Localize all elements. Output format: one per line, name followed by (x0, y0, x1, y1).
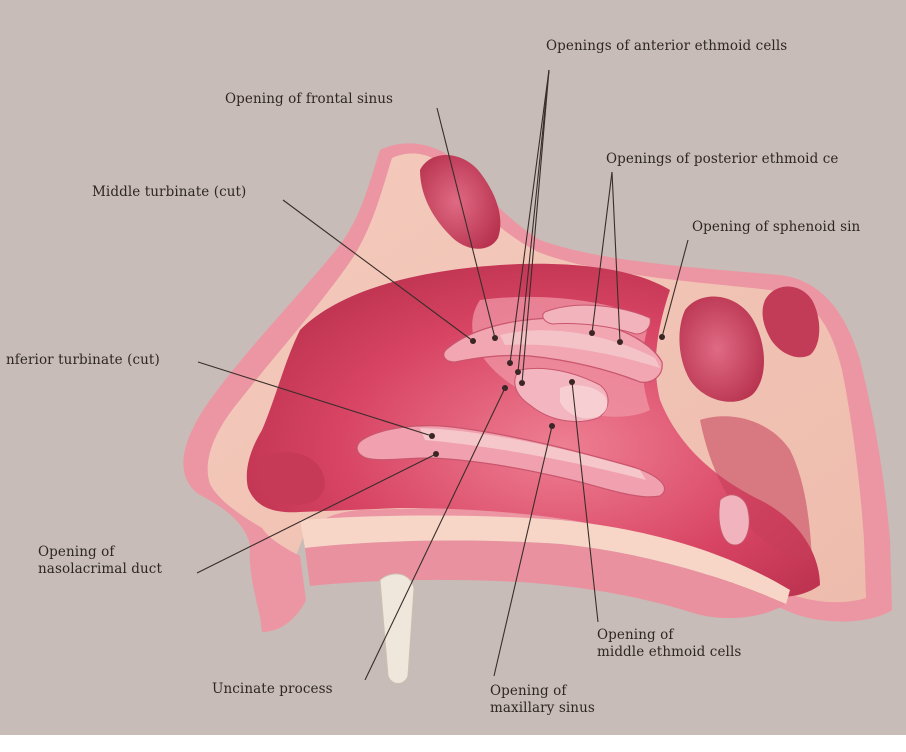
label-inferior-turbinate: nferior turbinate (cut) (6, 352, 160, 369)
label-nasolacrimal-duct: Opening of nasolacrimal duct (38, 544, 162, 578)
label-sphenoid-sinus-text: Opening of sphenoid sin (692, 219, 860, 236)
label-anterior-ethmoid-cells: Openings of anterior ethmoid cells (546, 38, 787, 55)
label-sphenoid-sinus: Opening of sphenoid sin (692, 219, 860, 236)
label-frontal-sinus: Opening of frontal sinus (225, 91, 393, 108)
label-middle-ethmoid-cells: Opening of middle ethmoid cells (597, 627, 741, 661)
eustachian-opening (719, 495, 749, 545)
label-anterior-ethmoid-text: Openings of anterior ethmoid cells (546, 38, 787, 55)
label-inferior-turbinate-text: nferior turbinate (cut) (6, 352, 160, 369)
label-maxillary-sinus: Opening of maxillary sinus (490, 683, 595, 717)
label-posterior-ethmoid-text: Openings of posterior ethmoid ce (606, 151, 838, 168)
label-maxillary-line1: Opening of (490, 683, 595, 700)
label-middle-ethmoid-line1: Opening of (597, 627, 741, 644)
label-nasolacrimal-line1: Opening of (38, 544, 162, 561)
label-maxillary-line2: maxillary sinus (490, 700, 595, 717)
bottom-border (0, 735, 906, 752)
label-middle-turbinate: Middle turbinate (cut) (92, 184, 246, 201)
label-posterior-ethmoid-cells: Openings of posterior ethmoid ce (606, 151, 838, 168)
label-uncinate-process: Uncinate process (212, 681, 333, 698)
label-middle-ethmoid-line2: middle ethmoid cells (597, 644, 741, 661)
label-uncinate-text: Uncinate process (212, 681, 333, 698)
label-frontal-sinus-text: Opening of frontal sinus (225, 91, 393, 108)
label-middle-turbinate-text: Middle turbinate (cut) (92, 184, 246, 201)
label-nasolacrimal-line2: nasolacrimal duct (38, 561, 162, 578)
